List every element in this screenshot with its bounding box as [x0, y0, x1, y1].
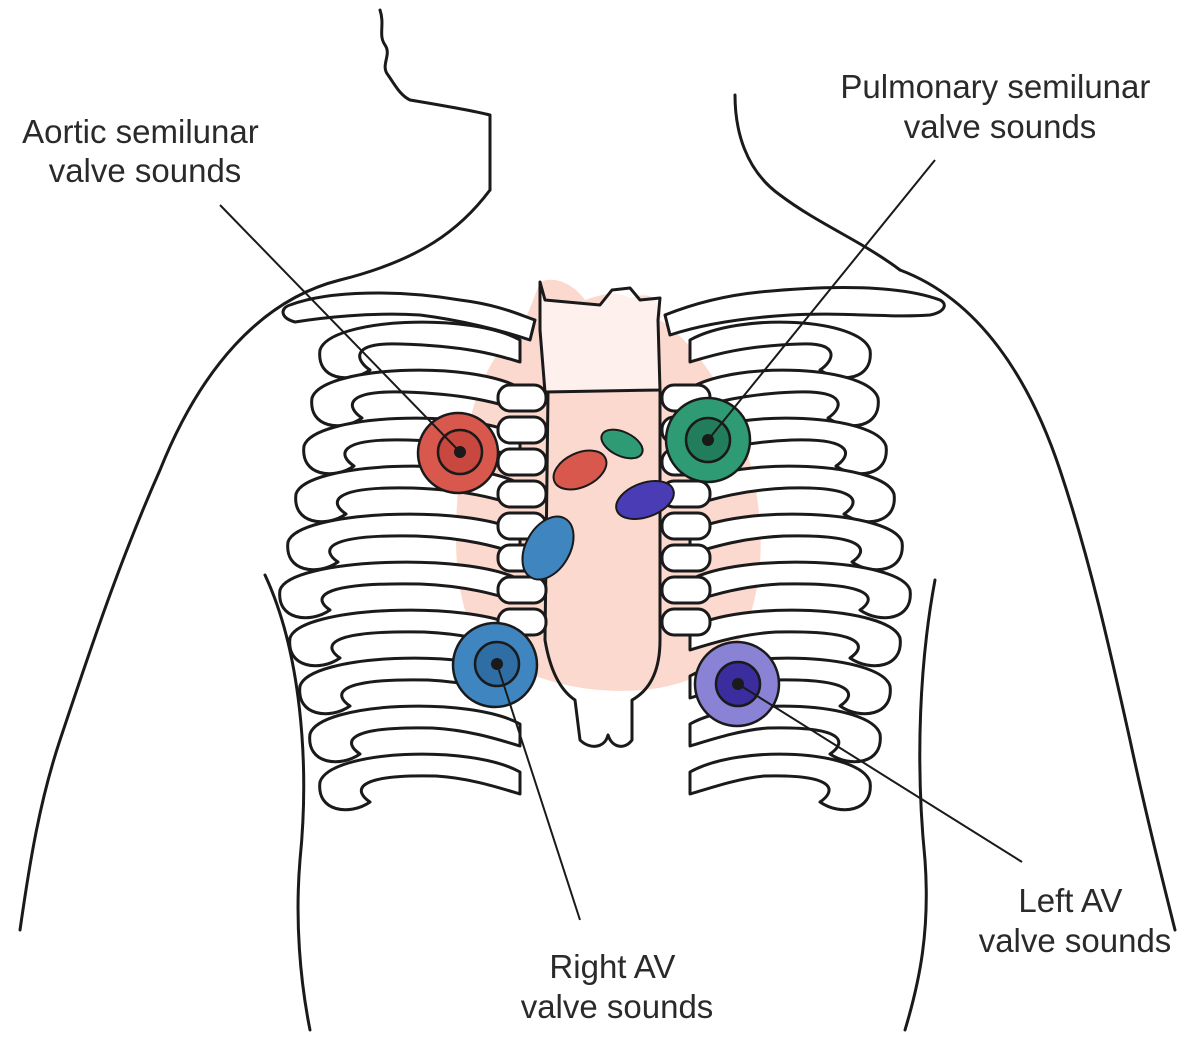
costal-cartilage: [662, 513, 710, 539]
pulmonary-label: Pulmonary semilunar valve sounds: [840, 68, 1159, 145]
costal-cartilage: [498, 449, 546, 475]
costal-cartilage: [498, 577, 546, 603]
left-av-auscultation-site: [695, 642, 779, 726]
aortic-auscultation-site: [418, 413, 498, 493]
right-av-label: Right AV valve sounds: [521, 948, 714, 1025]
rib-right: [690, 754, 870, 810]
costal-cartilage: [498, 417, 546, 443]
rib-left: [320, 754, 520, 810]
right-av-auscultation-site: [453, 623, 537, 707]
costal-cartilage: [498, 481, 546, 507]
left-av-label: Left AV valve sounds: [979, 882, 1172, 959]
costal-cartilage: [662, 609, 710, 635]
costal-cartilage: [662, 545, 710, 571]
aortic-label: Aortic semilunar valve sounds: [22, 113, 268, 189]
costal-cartilage: [662, 577, 710, 603]
costal-cartilage: [498, 385, 546, 411]
